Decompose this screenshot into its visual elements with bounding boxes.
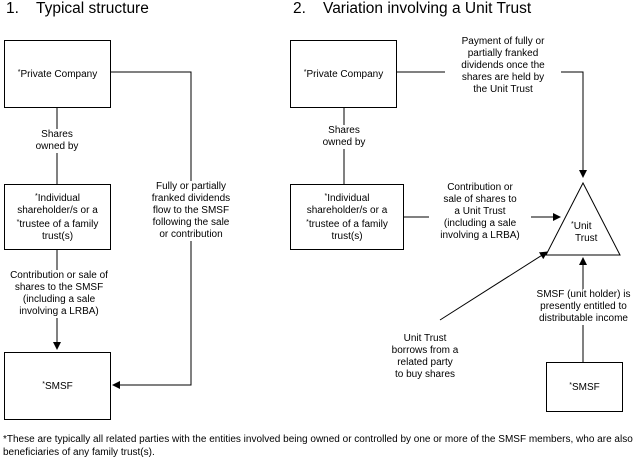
label-line: trust(s)	[331, 231, 363, 242]
label-line: following the sale	[152, 217, 230, 228]
label-line: Individual	[327, 193, 370, 204]
arrow-borrowing-to-unit-trust	[439, 251, 548, 321]
related-party-asterisk: *	[571, 221, 574, 228]
shares-owned-by-label: Shares owned by	[30, 129, 84, 153]
label-line: shares are held by	[461, 72, 545, 83]
label-line: Unit Trust	[403, 333, 447, 344]
label-line: dividends once the	[461, 60, 545, 71]
label-line: or contribution	[159, 229, 223, 240]
related-party-asterisk: *	[303, 69, 307, 76]
label-line: Contribution or sale of	[10, 270, 108, 281]
label-line: sale of shares to	[443, 194, 517, 205]
label-line: franked dividends	[151, 193, 231, 204]
private-company-label: Private Company	[20, 69, 98, 80]
label-line: owned by	[322, 137, 366, 148]
related-party-asterisk: *	[17, 69, 21, 76]
heading-title: Typical structure	[36, 0, 149, 17]
contribution-to-unit-trust-label: Contribution or sale of shares to a Unit…	[429, 182, 531, 242]
label-line: trustee of a family	[308, 219, 388, 230]
label-line: distributable income	[539, 313, 628, 324]
label-line: shareholder/s or a	[17, 205, 98, 216]
label-line: Contribution or	[447, 182, 513, 193]
related-party-asterisk: *	[35, 193, 38, 200]
label-line: Unit	[573, 221, 592, 232]
label-line: trustee of a family	[19, 219, 99, 230]
individual-shareholder-box-2: *Individual shareholder/s or a *trustee …	[290, 184, 404, 250]
heading-title: Variation involving a Unit Trust	[323, 0, 532, 17]
related-party-asterisk: *	[306, 219, 309, 226]
label-line: (including a sale	[443, 218, 517, 229]
label-line: trust(s)	[41, 231, 74, 242]
heading-typical-structure: 1. Typical structure	[6, 0, 149, 18]
label-line: a Unit Trust	[454, 206, 506, 217]
label-line: involving a LRBA)	[440, 230, 520, 241]
private-company-box-2: *Private Company	[290, 40, 397, 108]
label-line: Individual	[37, 193, 80, 204]
private-company-box: *Private Company	[4, 40, 111, 108]
smsf-entitled-label: SMSF (unit holder) is presently entitled…	[530, 289, 637, 325]
shares-owned-by-label-2: Shares owned by	[317, 125, 371, 149]
label-line: presently entitled to	[540, 301, 627, 312]
label-line: shareholder/s or a	[306, 205, 388, 216]
label-line: shares to the SMSF	[14, 282, 104, 293]
unit-trust-triangle	[545, 181, 621, 256]
label-line: related party	[397, 357, 453, 368]
heading-unit-trust-variation: 2. Variation involving a Unit Trust	[293, 0, 531, 18]
footnote: *These are typically all related parties…	[3, 434, 633, 458]
label-line: (including a sale	[22, 294, 96, 305]
dividends-flow-label: Fully or partially franked dividends flo…	[146, 181, 236, 241]
label-line: partially franked	[467, 48, 539, 59]
private-company-label: Private Company	[306, 69, 384, 80]
heading-number: 2.	[293, 0, 306, 17]
contribution-to-smsf-label: Contribution or sale of shares to the SM…	[2, 270, 116, 318]
label-line: flow to the SMSF	[152, 205, 230, 216]
label-line: Trust	[575, 233, 598, 244]
related-party-asterisk: *	[42, 381, 45, 388]
label-line: Fully or partially	[155, 181, 227, 192]
related-party-asterisk: *	[569, 382, 572, 389]
related-party-asterisk: *	[16, 219, 20, 226]
related-party-asterisk: *	[324, 193, 328, 200]
label-line: involving a LRBA)	[19, 306, 99, 317]
label-line: owned by	[35, 141, 79, 152]
smsf-label: SMSF	[44, 381, 73, 392]
smsf-label: SMSF	[571, 382, 600, 393]
label-line: to buy shares	[394, 369, 456, 380]
label-line: the Unit Trust	[473, 84, 533, 95]
heading-number: 1.	[6, 0, 19, 17]
label-line: borrows from a	[391, 345, 459, 356]
smsf-box-2: *SMSF	[546, 362, 623, 412]
borrows-label: Unit Trust borrows from a related party …	[382, 333, 468, 381]
individual-shareholder-box: *Individual shareholder/s or a *trustee …	[4, 184, 111, 250]
label-line: Shares	[41, 129, 73, 140]
unit-trust-label: *Unit Trust	[571, 219, 597, 245]
payment-dividends-label: Payment of fully or partially franked di…	[445, 36, 561, 96]
label-line: Shares	[328, 125, 360, 136]
label-line: Payment of fully or	[461, 36, 545, 47]
label-line: SMSF (unit holder) is	[536, 289, 631, 300]
smsf-box: *SMSF	[4, 352, 111, 420]
